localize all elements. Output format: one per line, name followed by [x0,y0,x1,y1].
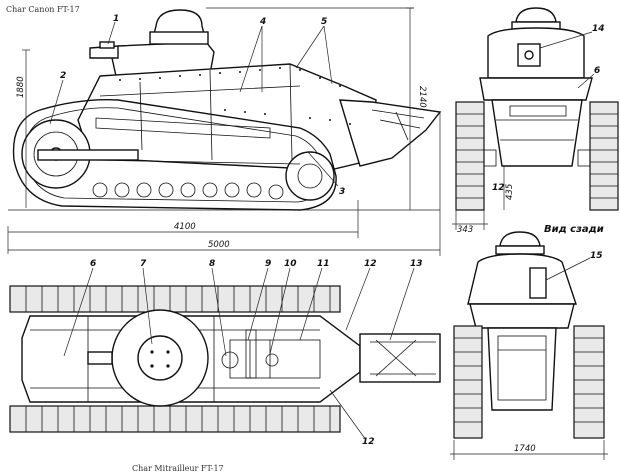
callout-1: 1 [113,14,119,24]
callout-15: 15 [590,251,603,261]
callout-7: 7 [140,259,147,269]
side-road-wheels [92,182,284,200]
side-view: 1 2 4 5 3 [12,9,442,211]
front-view: 14 6 435 12 343 Вид сзади [452,7,619,235]
rear-view-label: Вид сзади [544,224,604,235]
front-cupola [515,7,557,23]
side-cupola [153,9,205,35]
callout-14: 14 [592,24,605,34]
callout-5: 5 [321,17,327,27]
callout-6-top: 6 [90,259,96,269]
rear-hull [469,303,575,329]
callout-13: 13 [410,259,423,269]
side-track [12,99,337,211]
front-tracks [455,101,619,211]
top-view: 6 7 8 9 10 11 12 13 12 [9,259,441,447]
dim-5000: 5000 [208,240,230,250]
caption-bottom: Char Mitrailleur FT-17 [132,464,224,473]
dim-435: 435 [505,184,515,200]
side-dimensions: 1880 2140 4100 5000 [7,7,441,256]
rear-tracks [453,325,605,439]
callout-6-front: 6 [594,66,600,76]
rear-cupola [499,231,541,247]
top-callouts: 6 7 8 9 10 11 12 13 12 [63,259,423,447]
front-hull [479,77,593,101]
callout-12-top: 12 [364,259,377,269]
rear-view: 15 1740 [450,231,608,460]
side-rivets [119,67,351,125]
side-sprocket [285,151,335,201]
top-track-lower [9,405,341,433]
callout-12-bottom: 12 [362,437,375,447]
caption-top: Char Canon FT-17 [6,5,80,14]
callout-11: 11 [317,259,330,269]
callout-10: 10 [284,259,297,269]
callout-3: 3 [339,187,345,197]
dim-1880: 1880 [16,76,26,98]
callout-9: 9 [265,259,271,269]
rear-turret [467,253,577,305]
dim-343: 343 [457,225,473,235]
dim-1740: 1740 [514,444,536,454]
callout-8: 8 [209,259,215,269]
dim-4100: 4100 [174,222,196,232]
dim-2140: 2140 [417,86,427,108]
top-tail-skid [359,333,441,383]
callout-12-front: 12 [492,183,505,193]
callout-2: 2 [60,71,66,81]
callout-4: 4 [259,17,266,27]
top-track-upper [9,285,341,313]
